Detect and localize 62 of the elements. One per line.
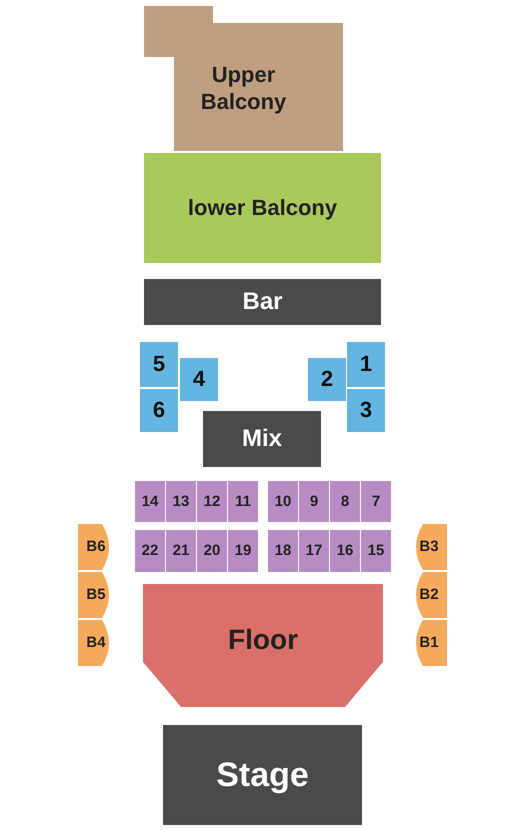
section-label: 22 [142,542,158,560]
section-label: 7 [372,492,380,510]
seating-section [268,530,298,572]
seating-section [203,411,321,467]
section-label: 11 [235,492,251,510]
section-label: 3 [360,397,372,424]
section-label: 8 [340,492,350,510]
seating-section [299,481,329,522]
seating-section [166,530,196,572]
section-label: Stage [216,754,309,796]
section-label: 19 [234,542,252,560]
seating-section [347,342,385,387]
seating-section [268,481,298,522]
seating-section [197,481,227,522]
section-label: 18 [274,542,292,560]
seating-section [135,530,165,572]
seating-section [361,481,391,522]
section-label: 13 [172,492,190,510]
section-label: Mix [242,424,282,454]
seating-section [330,481,360,522]
seating-section [144,6,343,151]
section-label: 9 [310,492,318,510]
seating-section [166,481,196,522]
seating-section [143,584,383,707]
section-label: 16 [336,542,354,560]
section-label: 14 [142,492,158,510]
section-label: Floor [228,622,298,656]
section-label: B3 [419,538,439,556]
section-label: B6 [86,538,106,556]
section-label: 6 [152,397,166,424]
section-label: 1 [360,351,372,378]
section-label: 5 [152,351,166,378]
section-label: B4 [86,634,106,652]
section-label: 10 [274,492,292,510]
section-label: B2 [419,586,439,604]
section-label: 21 [172,542,190,560]
seating-section [299,530,329,572]
seating-section [308,358,346,401]
seating-section [228,481,258,522]
section-label: B1 [419,634,439,652]
section-label: 2 [320,366,334,393]
section-label: Bar [242,288,283,316]
section-label: 15 [368,542,384,560]
seating-section [180,358,218,401]
seating-section [163,725,362,825]
seating-section [144,279,381,325]
section-label: 17 [306,542,322,560]
seating-section [135,481,165,522]
section-label: 4 [192,366,206,393]
seating-section [330,530,360,572]
seating-section [361,530,391,572]
section-label: lower Balcony [188,194,338,222]
section-label: Upper Balcony [200,62,288,115]
seating-section [228,530,258,572]
section-label: B5 [86,586,106,604]
seating-section [347,389,385,432]
seating-section [197,530,227,572]
section-label: 20 [204,542,220,560]
seating-section [140,389,178,432]
seating-section [144,153,381,263]
seating-section [140,342,178,387]
section-label: 12 [204,492,220,510]
